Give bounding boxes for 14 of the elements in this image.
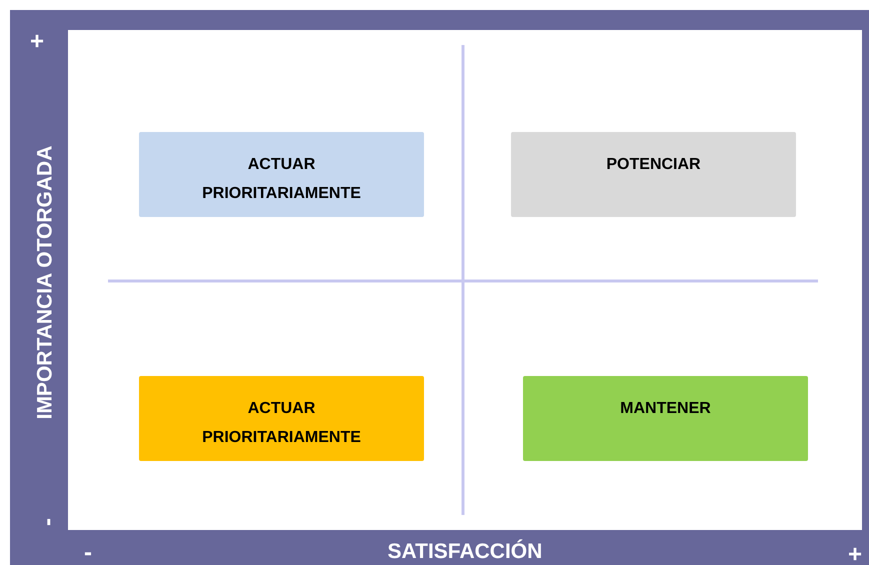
plus-sign: +: [30, 30, 44, 54]
quadrant-box: [511, 132, 796, 217]
quadrant-label: MANTENER: [619, 399, 712, 419]
quadrant-label: ACTUAR PRIORITARIAMENTE: [201, 399, 362, 448]
axis-title: SATISFACCIÓN: [388, 540, 542, 562]
plus-sign: +: [848, 543, 862, 565]
axis-title: IMPORTANCIA OTORGADA: [34, 145, 56, 419]
quadrant-label: ACTUAR PRIORITARIAMENTE: [201, 155, 362, 204]
minus-sign: -: [84, 541, 92, 565]
quadrant-box: [523, 376, 808, 461]
quadrant-label: POTENCIAR: [605, 155, 702, 175]
quadrant-box: [139, 132, 424, 217]
minus-sign: -: [36, 518, 60, 526]
quadrant-box: [139, 376, 424, 461]
